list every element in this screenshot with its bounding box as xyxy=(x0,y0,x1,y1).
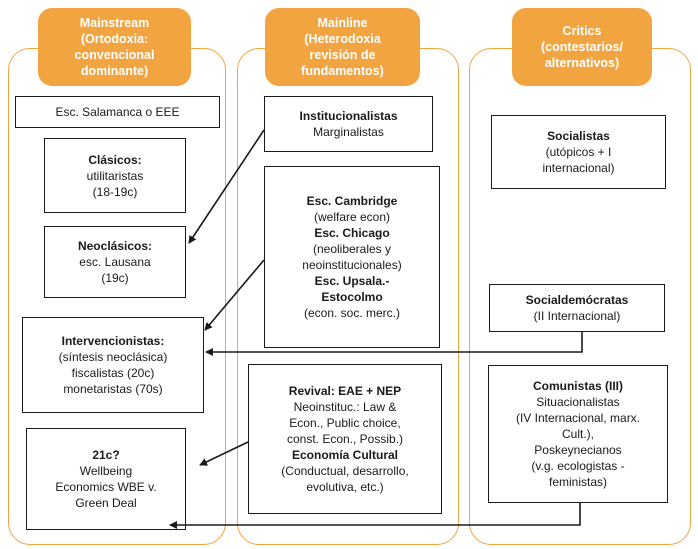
box-socialdemocratas: Socialdemócratas (II Internacional) xyxy=(489,284,665,332)
header-mainline-line4: fundamentos) xyxy=(301,64,384,78)
cambridge-note: (welfare econ) xyxy=(313,210,391,224)
socialistas-title: Socialistas xyxy=(547,129,610,143)
header-critics-line2: (contestarios/ xyxy=(541,40,623,54)
neoclasicos-line: esc. Lausana xyxy=(79,255,151,269)
comunistas-line: feministas) xyxy=(548,475,607,489)
siglo21-line: Economics WBE v. xyxy=(55,480,157,494)
siglo21-title: 21c? xyxy=(92,448,120,462)
intervencionistas-line: monetaristas (70s) xyxy=(63,382,163,396)
box-socialistas: Socialistas (utópicos + I internacional) xyxy=(491,115,666,189)
neoclasicos-title: Neoclásicos: xyxy=(77,239,153,253)
header-critics-line1: Critics xyxy=(562,24,602,38)
header-mainstream-line1: Mainstream xyxy=(79,16,150,30)
header-mainline: Mainline (Heterodoxia revisión de fundam… xyxy=(265,8,420,86)
institucionalistas-title: Institucionalistas xyxy=(299,109,398,123)
header-critics-line3: alternativos) xyxy=(544,56,620,70)
cambridge-title: Esc. Cambridge xyxy=(306,194,398,208)
comunistas-line: (IV Internacional, marx. xyxy=(515,411,641,425)
box-clasicos: Clásicos: utilitaristas (18-19c) xyxy=(44,138,186,213)
box-neoclasicos: Neoclásicos: esc. Lausana (19c) xyxy=(44,226,186,298)
revival-title: Revival: EAE + NEP xyxy=(288,384,402,398)
chicago-note: (neoliberales y xyxy=(312,242,392,256)
comunistas-line: Poskeynecianos xyxy=(534,443,622,457)
revival-line: const. Econ., Possib.) xyxy=(286,432,404,446)
intervencionistas-title: Intervencionistas: xyxy=(61,334,165,348)
header-mainstream-line2: (Ortodoxia: xyxy=(80,32,149,46)
box-intervencionistas: Intervencionistas: (síntesis neoclásica)… xyxy=(22,317,204,413)
siglo21-line: Wellbeing xyxy=(79,464,133,478)
cultural-line: (Conductual, desarrollo, xyxy=(281,464,409,478)
neoclasicos-line: (19c) xyxy=(101,271,129,285)
header-mainline-line1: Mainline xyxy=(317,16,368,30)
clasicos-line: (18-19c) xyxy=(92,184,138,199)
box-revival: Revival: EAE + NEP Neoinstituc.: Law & E… xyxy=(248,364,442,514)
socialistas-line: internacional) xyxy=(542,161,615,175)
cultural-title: Economía Cultural xyxy=(291,448,398,462)
upsala-title: Estocolmo xyxy=(321,290,383,304)
clasicos-line: utilitaristas xyxy=(86,168,144,183)
header-critics: Critics (contestarios/ alternativos) xyxy=(512,8,652,86)
socialdemocratas-title: Socialdemócratas xyxy=(525,293,629,307)
comunistas-title: Comunistas (III) xyxy=(532,379,623,393)
siglo21-line: Green Deal xyxy=(75,496,137,510)
box-21c: 21c? Wellbeing Economics WBE v. Green De… xyxy=(26,428,186,530)
intervencionistas-line: (síntesis neoclásica) xyxy=(58,350,168,364)
box-institucionalistas: Institucionalistas Marginalistas xyxy=(264,96,433,152)
header-mainline-line2: (Heterodoxia xyxy=(304,32,381,46)
comunistas-line: (v.g. ecologistas - xyxy=(531,459,625,473)
comunistas-line: Situacionalistas xyxy=(536,395,620,409)
socialistas-line: (utópicos + I xyxy=(545,145,612,159)
cultural-line: evolutiva, etc.) xyxy=(306,480,384,494)
chicago-title: Esc. Chicago xyxy=(314,226,390,240)
revival-line: Neoinstituc.: Law & xyxy=(293,400,397,414)
clasicos-title: Clásicos: xyxy=(88,152,142,167)
revival-line: Econ., Public choice, xyxy=(289,416,401,430)
institucionalistas-line: Marginalistas xyxy=(313,125,384,139)
upsala-note: (econ. soc. merc.) xyxy=(303,306,401,320)
socialdemocratas-line: (II Internacional) xyxy=(533,309,621,323)
header-mainstream-line4: dominante) xyxy=(80,64,149,78)
box-comunistas: Comunistas (III) Situacionalistas (IV In… xyxy=(488,365,668,503)
intervencionistas-line: fiscalistas (20c) xyxy=(71,366,155,380)
box-salamanca: Esc. Salamanca o EEE xyxy=(15,96,220,128)
header-mainstream: Mainstream (Ortodoxia: convencional domi… xyxy=(38,8,191,86)
header-mainstream-line3: convencional xyxy=(74,48,155,62)
upsala-title: Esc. Upsala.- xyxy=(314,274,390,288)
comunistas-line: Cult.), xyxy=(561,427,594,441)
header-mainline-line3: revisión de xyxy=(309,48,376,62)
chicago-note: neoinstitucionales) xyxy=(302,258,402,272)
box-escuelas: Esc. Cambridge (welfare econ) Esc. Chica… xyxy=(264,166,440,348)
salamanca-label: Esc. Salamanca o EEE xyxy=(55,105,180,119)
